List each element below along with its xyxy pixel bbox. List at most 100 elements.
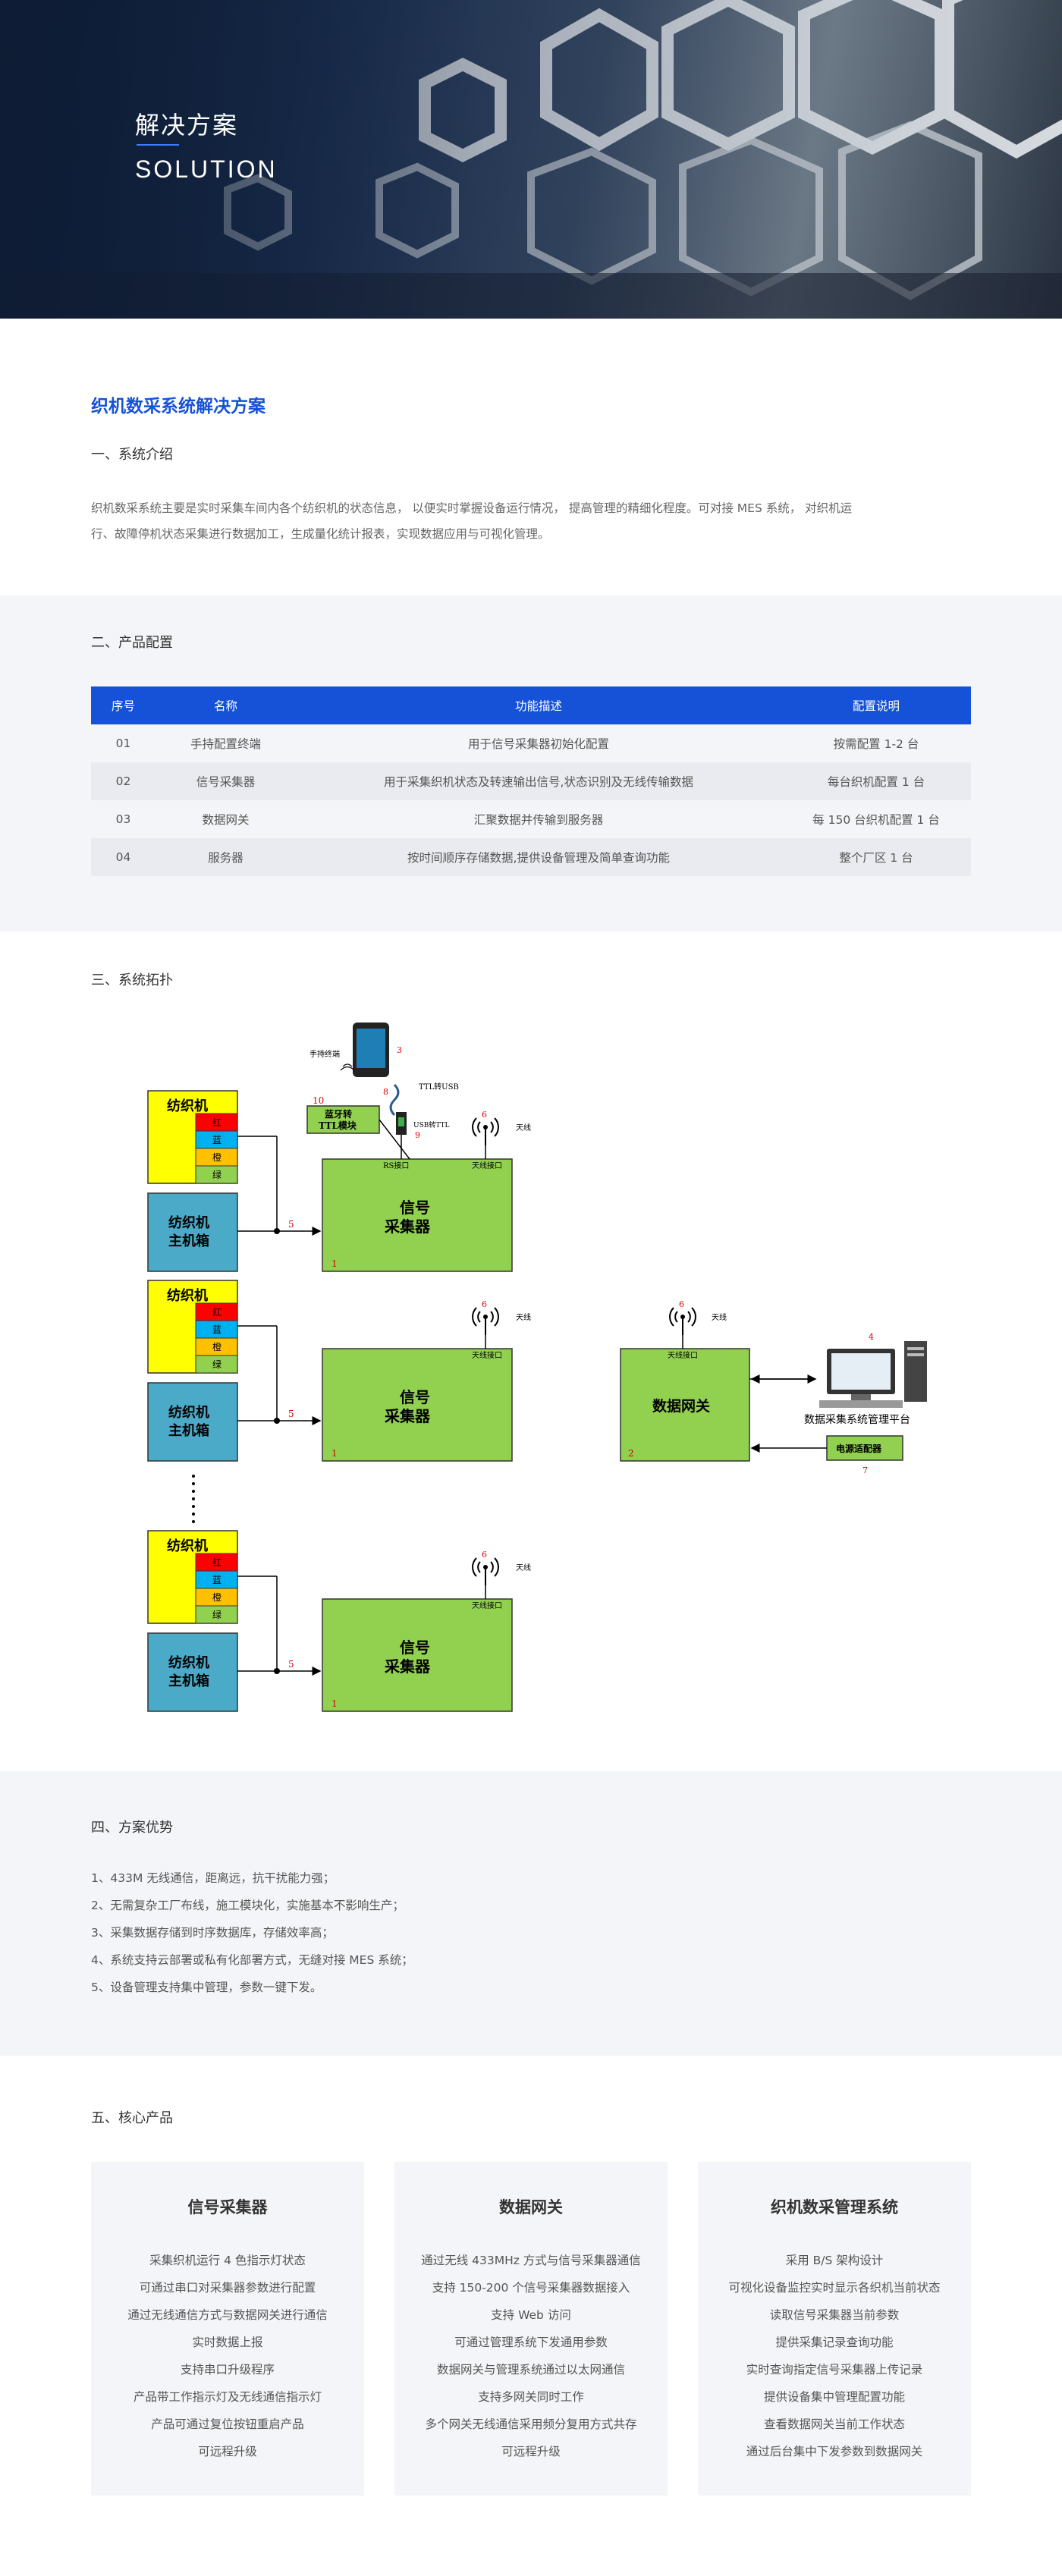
svg-text:天线: 天线 xyxy=(516,1312,531,1322)
svg-text:天线: 天线 xyxy=(516,1563,531,1572)
hero-title: 解决方案 xyxy=(135,111,239,140)
collector-box xyxy=(322,1598,513,1712)
svg-text:6: 6 xyxy=(482,1550,487,1560)
svg-text:信号: 信号 xyxy=(400,1198,430,1217)
svg-text:蓝: 蓝 xyxy=(212,1135,222,1145)
list-item: 产品可通过复位按钮重启产品 xyxy=(151,2417,304,2431)
list-item: 3、采集数据存储到时序数据库，存储效率高； xyxy=(91,1926,334,1940)
svg-text:纺织机: 纺织机 xyxy=(168,1654,209,1671)
svg-text:红: 红 xyxy=(212,1117,222,1128)
section-title-config: 二、产品配置 xyxy=(91,635,173,651)
loom-group-3: 纺织机 红 蓝 橙 绿 纺织机 主机箱 信号 采集器 天线接口 1 5 6 xyxy=(147,1530,531,1712)
table-cell: 整个厂区 1 台 xyxy=(781,838,971,876)
list-item: 支持多网关同时工作 xyxy=(478,2390,584,2404)
product-card-title: 织机数采管理系统 xyxy=(771,2198,898,2216)
svg-text:信号: 信号 xyxy=(400,1388,430,1406)
svg-text:1: 1 xyxy=(331,1258,338,1269)
loom-label: 纺织机 xyxy=(167,1098,208,1114)
table-row: 04 服务器 按时间顺序存储数据,提供设备管理及简单查询功能 整个厂区 1 台 xyxy=(91,838,971,876)
svg-text:采集器: 采集器 xyxy=(385,1217,431,1236)
table-cell: 01 xyxy=(91,724,156,762)
svg-text:橙: 橙 xyxy=(212,1341,222,1352)
list-item: 可通过管理系统下发通用参数 xyxy=(454,2336,608,2349)
svg-text:纺织机: 纺织机 xyxy=(168,1214,209,1231)
list-item: 采用 B/S 架构设计 xyxy=(785,2254,884,2267)
list-item: 读取信号采集器当前参数 xyxy=(769,2308,900,2322)
svg-text:天线接口: 天线接口 xyxy=(472,1161,502,1170)
list-item: 2、无需复杂工厂布线，施工模块化，实施基本不影响生产； xyxy=(91,1899,404,1912)
svg-text:主机箱: 主机箱 xyxy=(168,1422,209,1439)
advantages-list: 1、433M 无线通信，距离远，抗干扰能力强； 2、无需复杂工厂布线，施工模块化… xyxy=(91,1864,413,2001)
svg-text:4: 4 xyxy=(869,1332,874,1342)
svg-text:绿: 绿 xyxy=(212,1359,222,1370)
svg-text:TTL转USB: TTL转USB xyxy=(419,1082,459,1092)
svg-text:天线接口: 天线接口 xyxy=(472,1601,502,1610)
products-section: 五、核心产品 信号采集器 采集织机运行 4 色指示灯状态 可通过串口对采集器参数… xyxy=(0,2056,1062,2576)
svg-text:RS接口: RS接口 xyxy=(383,1161,409,1170)
svg-text:USB转TTL: USB转TTL xyxy=(413,1120,450,1129)
list-item: 查看数据网关当前工作状态 xyxy=(763,2417,905,2431)
list-item: 通过无线通信方式与数据网关进行通信 xyxy=(127,2308,328,2322)
collector-box xyxy=(322,1348,513,1462)
page-title: 织机数采系统解决方案 xyxy=(91,397,266,416)
loom-group-2: 纺织机 红 蓝 橙 绿 纺织机 主机箱 信号 采集器 天线接口 1 5 6 xyxy=(147,1280,531,1462)
list-item: 5、设备管理支持集中管理，参数一键下发。 xyxy=(91,1981,322,1994)
svg-text:天线接口: 天线接口 xyxy=(472,1350,502,1360)
section-title-advantages: 四、方案优势 xyxy=(91,1820,173,1836)
svg-text:2: 2 xyxy=(628,1448,634,1459)
intro-section: 织机数采系统解决方案 一、系统介绍 织机数采系统主要是实时采集车间内各个纺织机的… xyxy=(0,319,1062,595)
hero-subtitle: SOLUTION xyxy=(135,156,278,183)
section-title-intro: 一、系统介绍 xyxy=(91,447,173,463)
computer-tower xyxy=(904,1341,927,1402)
list-item: 提供采集记录查询功能 xyxy=(775,2336,894,2349)
svg-text:主机箱: 主机箱 xyxy=(168,1233,209,1249)
svg-text:数据网关: 数据网关 xyxy=(652,1397,710,1415)
table-row: 01 手持配置终端 用于信号采集器初始化配置 按需配置 1-2 台 xyxy=(91,724,971,762)
svg-text:天线接口: 天线接口 xyxy=(668,1350,698,1360)
svg-text:纺织机: 纺织机 xyxy=(167,1538,208,1554)
svg-text:采集器: 采集器 xyxy=(385,1407,431,1425)
list-item: 多个网关无线通信采用频分复用方式共存 xyxy=(425,2417,637,2431)
list-item: 提供设备集中管理配置功能 xyxy=(763,2390,905,2404)
svg-text:6: 6 xyxy=(482,1110,487,1120)
svg-text:蓝: 蓝 xyxy=(212,1575,222,1585)
list-item: 支持串口升级程序 xyxy=(180,2363,275,2377)
list-item: 通过无线 433MHz 方式与信号采集器通信 xyxy=(421,2254,641,2267)
intro-paragraph: 织机数采系统主要是实时采集车间内各个纺织机的状态信息， 以便实时掌握设备运行情况… xyxy=(91,495,971,547)
list-item: 采集织机运行 4 色指示灯状态 xyxy=(149,2254,306,2267)
svg-text:8: 8 xyxy=(383,1087,388,1097)
advantages-section: 四、方案优势 1、433M 无线通信，距离远，抗干扰能力强； 2、无需复杂工厂布… xyxy=(0,1771,1062,2056)
svg-text:绿: 绿 xyxy=(212,1169,222,1180)
svg-text:红: 红 xyxy=(212,1306,222,1318)
svg-text:1: 1 xyxy=(331,1698,338,1709)
svg-text:纺织机: 纺织机 xyxy=(167,1287,208,1304)
list-item: 4、系统支持云部署或私有化部署方式，无缝对接 MES 系统； xyxy=(91,1953,413,1967)
svg-text:蓝牙转: 蓝牙转 xyxy=(325,1108,352,1120)
svg-text:5: 5 xyxy=(288,1659,294,1670)
table-header-cell: 功能描述 xyxy=(296,686,781,724)
list-item: 产品带工作指示灯及无线通信指示灯 xyxy=(133,2390,322,2404)
list-item: 实时查询指定信号采集器上传记录 xyxy=(746,2363,923,2377)
svg-text:蓝: 蓝 xyxy=(212,1324,222,1335)
table-cell: 数据网关 xyxy=(156,800,296,838)
product-feature-list: 通过无线 433MHz 方式与信号采集器通信 支持 150-200 个信号采集器… xyxy=(394,2247,668,2465)
svg-text:数据采集系统管理平台: 数据采集系统管理平台 xyxy=(804,1413,910,1426)
svg-text:6: 6 xyxy=(482,1299,487,1309)
svg-text:3: 3 xyxy=(397,1045,402,1055)
table-header-cell: 序号 xyxy=(91,686,156,724)
loom-host-box xyxy=(147,1192,238,1272)
svg-text:主机箱: 主机箱 xyxy=(168,1673,209,1689)
config-table: 序号 名称 功能描述 配置说明 01 手持配置终端 用于信号采集器初始化配置 按… xyxy=(91,686,971,876)
topology-section: 三、系统拓扑 纺织机 红 蓝 橙 绿 xyxy=(0,931,1062,1771)
product-card-management-system: 织机数采管理系统 采用 B/S 架构设计 可视化设备监控实时显示各织机当前状态 … xyxy=(698,2162,971,2496)
table-header-cell: 名称 xyxy=(156,686,296,724)
svg-text:10: 10 xyxy=(313,1095,324,1106)
svg-text:手持终端: 手持终端 xyxy=(309,1049,340,1059)
topology-diagram: 纺织机 红 蓝 橙 绿 纺织机 主机箱 信号 采集器 RS接口 天线接口 1 5 xyxy=(147,1023,927,1712)
list-item: 1、433M 无线通信，距离远，抗干扰能力强； xyxy=(91,1871,335,1885)
table-header-cell: 配置说明 xyxy=(781,686,971,724)
list-item: 支持 150-200 个信号采集器数据接入 xyxy=(432,2281,630,2295)
config-section: 二、产品配置 序号 名称 功能描述 配置说明 01 手持配置终端 用于信号采集器… xyxy=(0,595,1062,931)
gateway-group: 数据网关 天线接口 2 6 天线 4 数据采集系统管理平台 电源适配器 7 xyxy=(620,1299,927,1475)
table-cell: 用于采集织机状态及转速输出信号,状态识别及无线传输数据 xyxy=(296,762,781,800)
